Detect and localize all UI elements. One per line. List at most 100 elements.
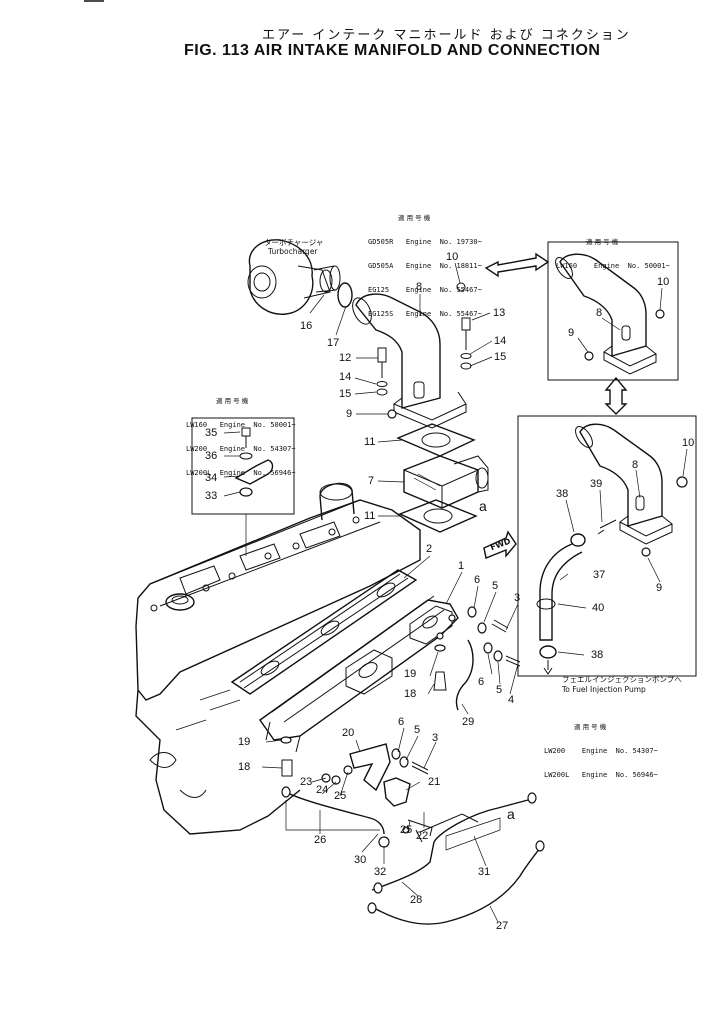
callout-9: 9 <box>346 408 353 420</box>
callout-11: 11 <box>364 436 376 448</box>
callout-19: 19 <box>238 736 251 748</box>
reference-a-upper: a <box>479 498 487 514</box>
callout-17: 17 <box>327 337 340 349</box>
turbocharger-label: Turbocharger <box>268 247 318 256</box>
box-clamp-parts <box>191 417 295 515</box>
double-arrow-vertical <box>604 376 628 415</box>
bolts-and-washers-center <box>376 317 472 396</box>
applicability-line: LW160 Engine No. 50001~ <box>556 262 670 270</box>
callout-10: 10 <box>682 437 695 449</box>
manifold-fasteners <box>280 606 521 777</box>
fwd-arrow <box>483 530 517 559</box>
manifold-gasket-2 <box>230 569 418 695</box>
callout-15: 15 <box>339 388 352 400</box>
intake-manifold-1 <box>259 595 459 753</box>
callout-25: 25 <box>334 790 347 802</box>
bracket-31-outline <box>445 817 501 851</box>
applicability-note-top-header: 適 用 号 機 <box>398 214 431 222</box>
callout-20: 20 <box>342 727 355 739</box>
callout-9: 9 <box>656 582 663 594</box>
callout-15: 15 <box>494 351 507 363</box>
box-lw200-pipe <box>517 415 697 677</box>
applicability-line: EG125S Engine No. 55467~ <box>368 310 482 318</box>
callout-21: 21 <box>428 776 441 788</box>
applicability-note-lw200: 適 用 号 機 LW200 Engine No. 54307~ LW200L E… <box>544 707 658 795</box>
leader-lines <box>223 262 688 923</box>
callout-8: 8 <box>632 459 639 471</box>
callout-8: 8 <box>596 307 603 319</box>
callout-5: 5 <box>414 724 421 736</box>
callout-38: 38 <box>591 649 604 661</box>
elbow-pipe-8-lw160 <box>555 253 665 375</box>
clamp-parts-33-36 <box>234 427 274 497</box>
callout-28: 28 <box>410 894 423 906</box>
fuel-pump-label-jp: フェエルインジェクションポンプへ <box>562 675 682 684</box>
applicability-note-lw160-header: 適 用 号 機 <box>586 238 619 246</box>
gasket-11-upper <box>396 423 476 457</box>
applicability-note-left-header: 適 用 号 機 <box>216 397 249 405</box>
callout-29: 29 <box>462 716 475 728</box>
callout-10: 10 <box>446 251 459 263</box>
callout-33: 33 <box>205 490 218 502</box>
callout-26: 26 <box>314 834 327 846</box>
callout-14: 14 <box>339 371 352 383</box>
callout-31: 31 <box>478 866 491 878</box>
callout-24: 24 <box>316 784 329 796</box>
applicability-note-top: 適 用 号 機 GD505R Engine No. 19730~ GD505A … <box>368 198 482 334</box>
callout-6: 6 <box>478 676 485 688</box>
callout-11: 11 <box>364 510 376 522</box>
callout-16: 16 <box>300 320 313 332</box>
box-lw160-pipe <box>547 241 679 381</box>
hose-37 <box>536 533 586 675</box>
title-japanese: エアー インテーク マニホールド および コネクション <box>262 28 631 43</box>
applicability-line: LW200L Engine No. 56946~ <box>186 469 296 477</box>
callout-18: 18 <box>404 688 417 700</box>
callout-37: 37 <box>593 569 606 581</box>
callout-34: 34 <box>205 472 218 484</box>
gasket-11-lower <box>398 499 478 533</box>
callout-3: 3 <box>432 732 439 744</box>
callout-2: 2 <box>426 543 433 555</box>
callout-7: 7 <box>368 475 375 487</box>
callout-32: 32 <box>374 866 387 878</box>
engine-block-outline <box>135 482 421 835</box>
callout-25: 25 <box>400 824 413 836</box>
callout-39: 39 <box>590 478 603 490</box>
fuel-pump-label: To Fuel Injection Pump <box>562 685 646 694</box>
applicability-note-left: 適 用 号 機 LW160 Engine No. 50001~ LW200 En… <box>186 381 296 493</box>
applicability-line: LW160 Engine No. 50001~ <box>186 421 296 429</box>
figure-title: FIG. 113 AIR INTAKE MANIFOLD AND CONNECT… <box>184 42 601 59</box>
applicability-line: LW200 Engine No. 54307~ <box>186 445 296 453</box>
callout-36: 36 <box>205 450 218 462</box>
applicability-line: EG125 Engine No. 55467~ <box>368 286 482 294</box>
callout-8: 8 <box>416 281 423 293</box>
callout-1: 1 <box>458 560 465 572</box>
callout-6: 6 <box>398 716 405 728</box>
elbow-pipe-8-lw200 <box>575 423 688 557</box>
callout-30: 30 <box>354 854 367 866</box>
callout-9: 9 <box>568 327 575 339</box>
pipe-29 <box>455 639 474 711</box>
applicability-line: GD505A Engine No. 18811~ <box>368 262 482 270</box>
reference-a-lower: a <box>507 806 515 822</box>
callout-4: 4 <box>508 694 515 706</box>
applicability-line: GD505R Engine No. 19730~ <box>368 238 482 246</box>
callout-6: 6 <box>474 574 481 586</box>
callout-35: 35 <box>205 427 218 439</box>
callout-27: 27 <box>496 920 509 932</box>
callout-38: 38 <box>556 488 569 500</box>
callout-13: 13 <box>493 307 506 319</box>
pipes-26-27-28-31 <box>281 786 545 925</box>
applicability-note-lw160: 適 用 号 機 LW160 Engine No. 50001~ <box>556 222 670 286</box>
turbocharger-outline <box>247 239 333 315</box>
callout-5: 5 <box>492 580 499 592</box>
elbow-pipe-8-center <box>352 282 467 429</box>
bracket-26-outline <box>285 800 380 831</box>
turbocharger-label-jp: ターボチャージャ <box>264 238 324 247</box>
callout-40: 40 <box>592 602 605 614</box>
callout-18: 18 <box>238 761 251 773</box>
applicability-line: LW200L Engine No. 56946~ <box>544 771 658 779</box>
pipe-16 <box>313 265 353 308</box>
